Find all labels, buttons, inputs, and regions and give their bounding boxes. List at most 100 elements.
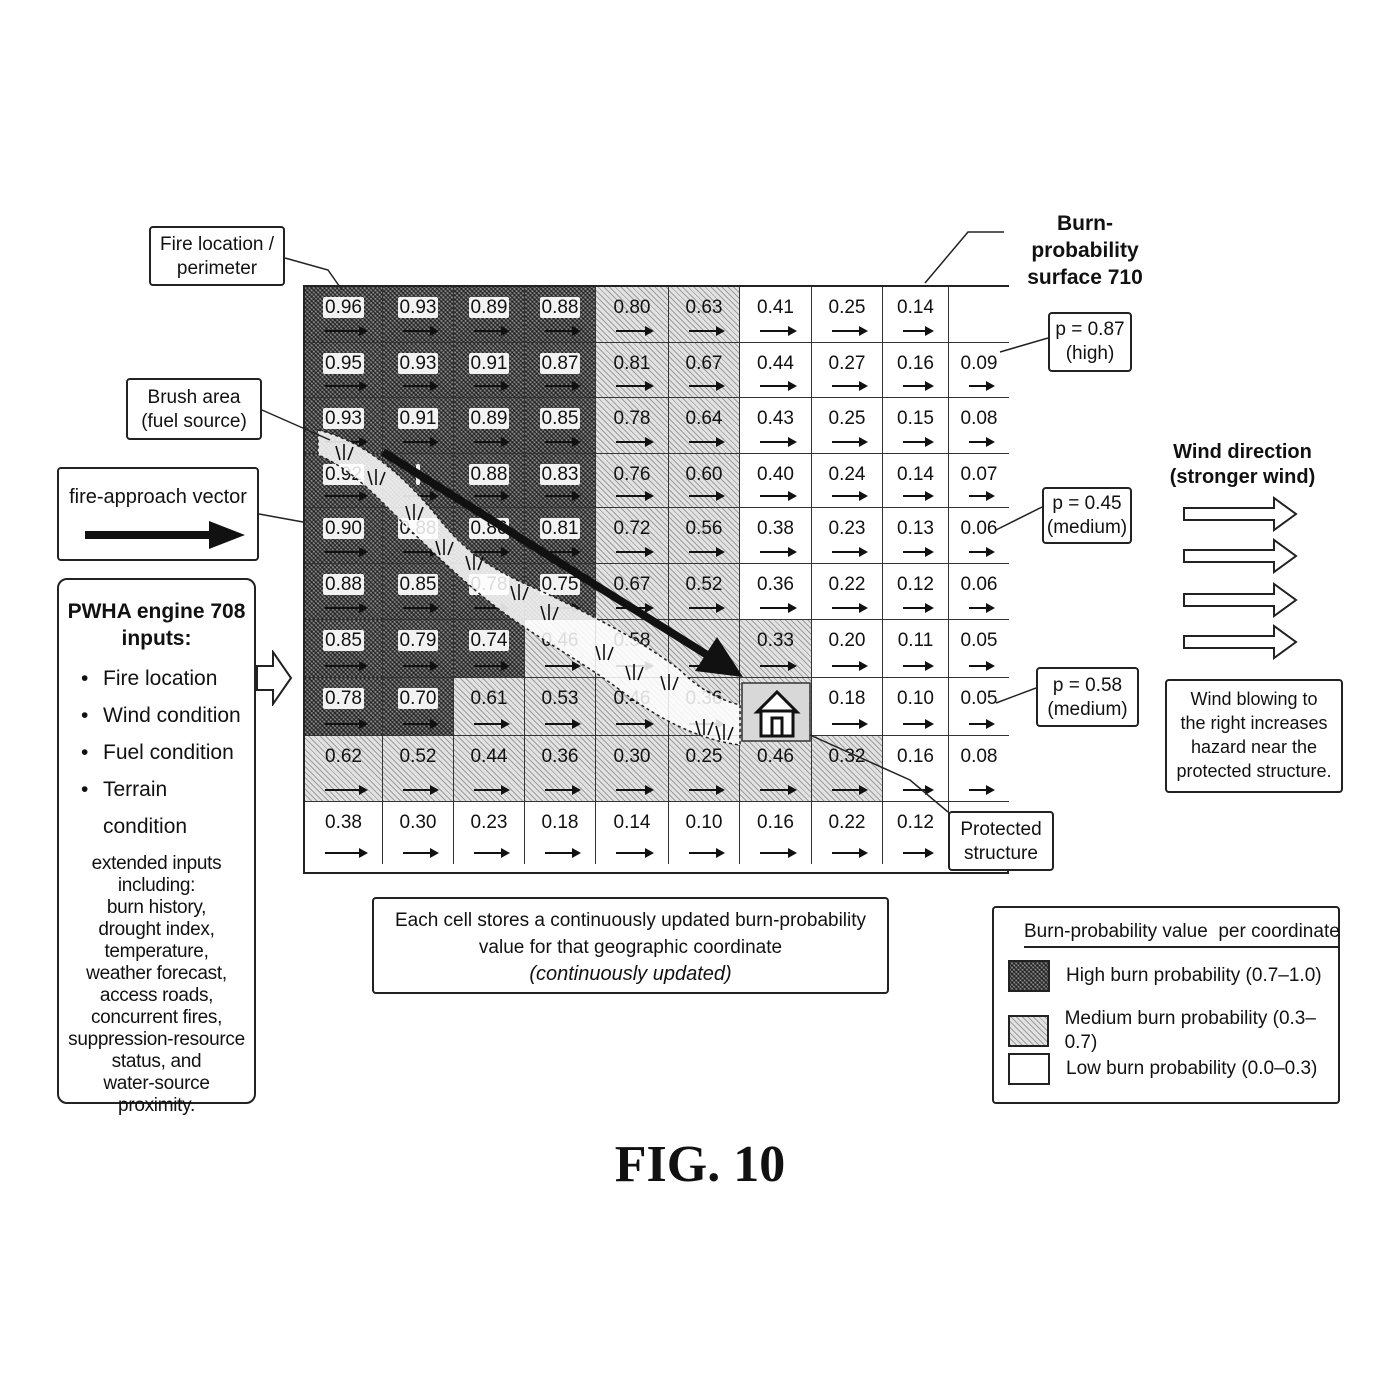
caption-line2: value for that geographic coordinate — [478, 937, 783, 958]
cell-value: 0.81 — [596, 353, 668, 375]
wind-vector-icon — [325, 719, 368, 729]
cell-value-text: 0.12 — [897, 574, 934, 595]
grid-cell: 0.23 — [454, 802, 525, 864]
cell-value-text: 0.93 — [397, 353, 439, 374]
cell-value: 0.36 — [669, 688, 739, 710]
brush-area-line1: Brush area — [147, 387, 241, 408]
grid-cell: 0.10 — [883, 678, 949, 736]
wind-vector-icon — [616, 661, 654, 671]
cell-value: 0.85 — [305, 630, 382, 652]
cell-value-text: 0.93 — [397, 297, 439, 318]
caption-line1: Each cell stores a continuously updated … — [394, 910, 867, 931]
grid-cell: 0.33 — [740, 620, 812, 678]
wind-vector-icon — [325, 661, 368, 671]
cell-value: 0.46 — [596, 688, 668, 710]
surface-label-line2: surface 710 — [1027, 266, 1143, 289]
grid-cell: 0.78 — [305, 678, 383, 736]
wind-title-line2: (stronger wind) — [1169, 466, 1316, 488]
wind-vector-icon — [545, 381, 581, 391]
engine-input-list: Fire location Wind condition Fuel condit… — [81, 660, 254, 845]
grid-cell: 0.61 — [454, 678, 525, 736]
grid-cell: 0.85 — [525, 398, 596, 454]
extended-line: extended inputs — [91, 853, 222, 874]
cell-value: 0.18 — [812, 688, 882, 710]
cell-caption: Each cell stores a continuously updated … — [372, 897, 889, 994]
cell-value: 0.14 — [596, 812, 668, 834]
grid-cell: 0.93 — [305, 398, 383, 454]
cell-value: 0.96 — [305, 297, 382, 319]
cell-value: 0.74 — [454, 630, 524, 652]
cell-value-text: 0.36 — [757, 574, 794, 595]
cell-value: 0.88 — [454, 464, 524, 486]
cell-value-text: 0.30 — [613, 746, 651, 767]
cell-value-text: 0.25 — [828, 297, 866, 318]
wind-vector-icon — [545, 326, 581, 336]
cell-value-text: 0.16 — [897, 353, 934, 374]
cell-value: 0.30 — [596, 746, 668, 768]
legend-medium-label: Medium burn probability (0.3–0.7) — [1064, 1008, 1316, 1053]
cell-value: 0.10 — [669, 812, 739, 834]
cell-value-text: 0.07 — [960, 464, 998, 485]
grid-cell: 0.81 — [596, 343, 669, 398]
cell-value-text: 0.14 — [613, 812, 651, 833]
grid-cell: 0.10 — [669, 802, 740, 864]
cell-value-text: 0.74 — [468, 630, 510, 651]
grid-cell: 0.27 — [812, 343, 883, 398]
cell-value: 0.36 — [740, 574, 811, 596]
wind-arrow-icon — [1183, 624, 1298, 660]
cell-value-text: 0.36 — [685, 688, 723, 709]
wind-vector-icon — [545, 719, 581, 729]
wind-vector-icon — [969, 603, 995, 613]
grid-cell: 0.25 — [812, 287, 883, 343]
legend-row-medium: Medium burn probability (0.3–0.7) — [1008, 1007, 1338, 1055]
wind-vector-icon — [325, 603, 368, 613]
grid-cell: 0.91 — [383, 398, 454, 454]
wind-vector-icon — [903, 719, 934, 729]
cell-value-text: 0.25 — [828, 408, 866, 429]
wind-vector-icon — [325, 547, 368, 557]
cell-value-text: 0.88 — [323, 574, 364, 595]
wind-vector-icon — [474, 661, 510, 671]
wind-vector-icon — [969, 381, 995, 391]
cell-value: 0.95 — [305, 353, 382, 375]
grid-cell: 0.93 — [383, 343, 454, 398]
grid-cell: 0.89 — [454, 398, 525, 454]
grid-cell: 0.76 — [596, 454, 669, 508]
grid-cell: 0.32 — [812, 736, 883, 802]
cell-value-text: 0.05 — [960, 688, 998, 709]
wind-vector-icon — [903, 661, 934, 671]
cell-value: 0.56 — [669, 518, 739, 540]
cell-value-text: 0.16 — [757, 812, 794, 833]
cell-value-text: 0.95 — [323, 353, 364, 374]
cell-value: 0.86 — [454, 518, 524, 540]
extended-inputs: extended inputs including: burn history,… — [59, 853, 254, 1117]
cell-value-text: 0.10 — [685, 812, 723, 833]
brush-area-line2: (fuel source) — [141, 411, 247, 432]
grid-cell: 0.43 — [740, 398, 812, 454]
grid-cell: 0.40 — [740, 454, 812, 508]
cell-value-text: 0.61 — [470, 688, 508, 709]
legend-high-label: High burn probability (0.7–1.0) — [1066, 965, 1322, 986]
grid-cell: 0.62 — [305, 736, 383, 802]
wind-vector-icon — [969, 661, 995, 671]
cell-value-text: 0.85 — [397, 574, 439, 595]
engine-input-item: Fire location — [81, 660, 254, 697]
wind-vector-icon — [832, 381, 868, 391]
grid-cell: 0.12 — [883, 564, 949, 620]
wind-vector-icon — [403, 848, 439, 858]
cell-value-text: 0.92 — [323, 464, 364, 485]
wind-title-line1: Wind direction — [1173, 441, 1312, 463]
cell-value: 0.12 — [883, 812, 948, 834]
grid-cell: 0.83 — [525, 454, 596, 508]
cell-value-text: 0.08 — [960, 408, 998, 429]
cell-value: 0.61 — [454, 688, 524, 710]
grid-cell: 0.23 — [812, 508, 883, 564]
cell-value: 0.25 — [812, 297, 882, 319]
cell-value-text: 0.38 — [757, 518, 794, 539]
wind-vector-icon — [545, 437, 581, 447]
grid-cell: 0.18 — [812, 678, 883, 736]
grid-cell: 0.78 — [454, 564, 525, 620]
grid-cell: 0.06 — [949, 508, 1009, 564]
p-high-line1: p = 0.87 — [1055, 319, 1125, 340]
cell-value-text: 0.88 — [468, 464, 510, 485]
